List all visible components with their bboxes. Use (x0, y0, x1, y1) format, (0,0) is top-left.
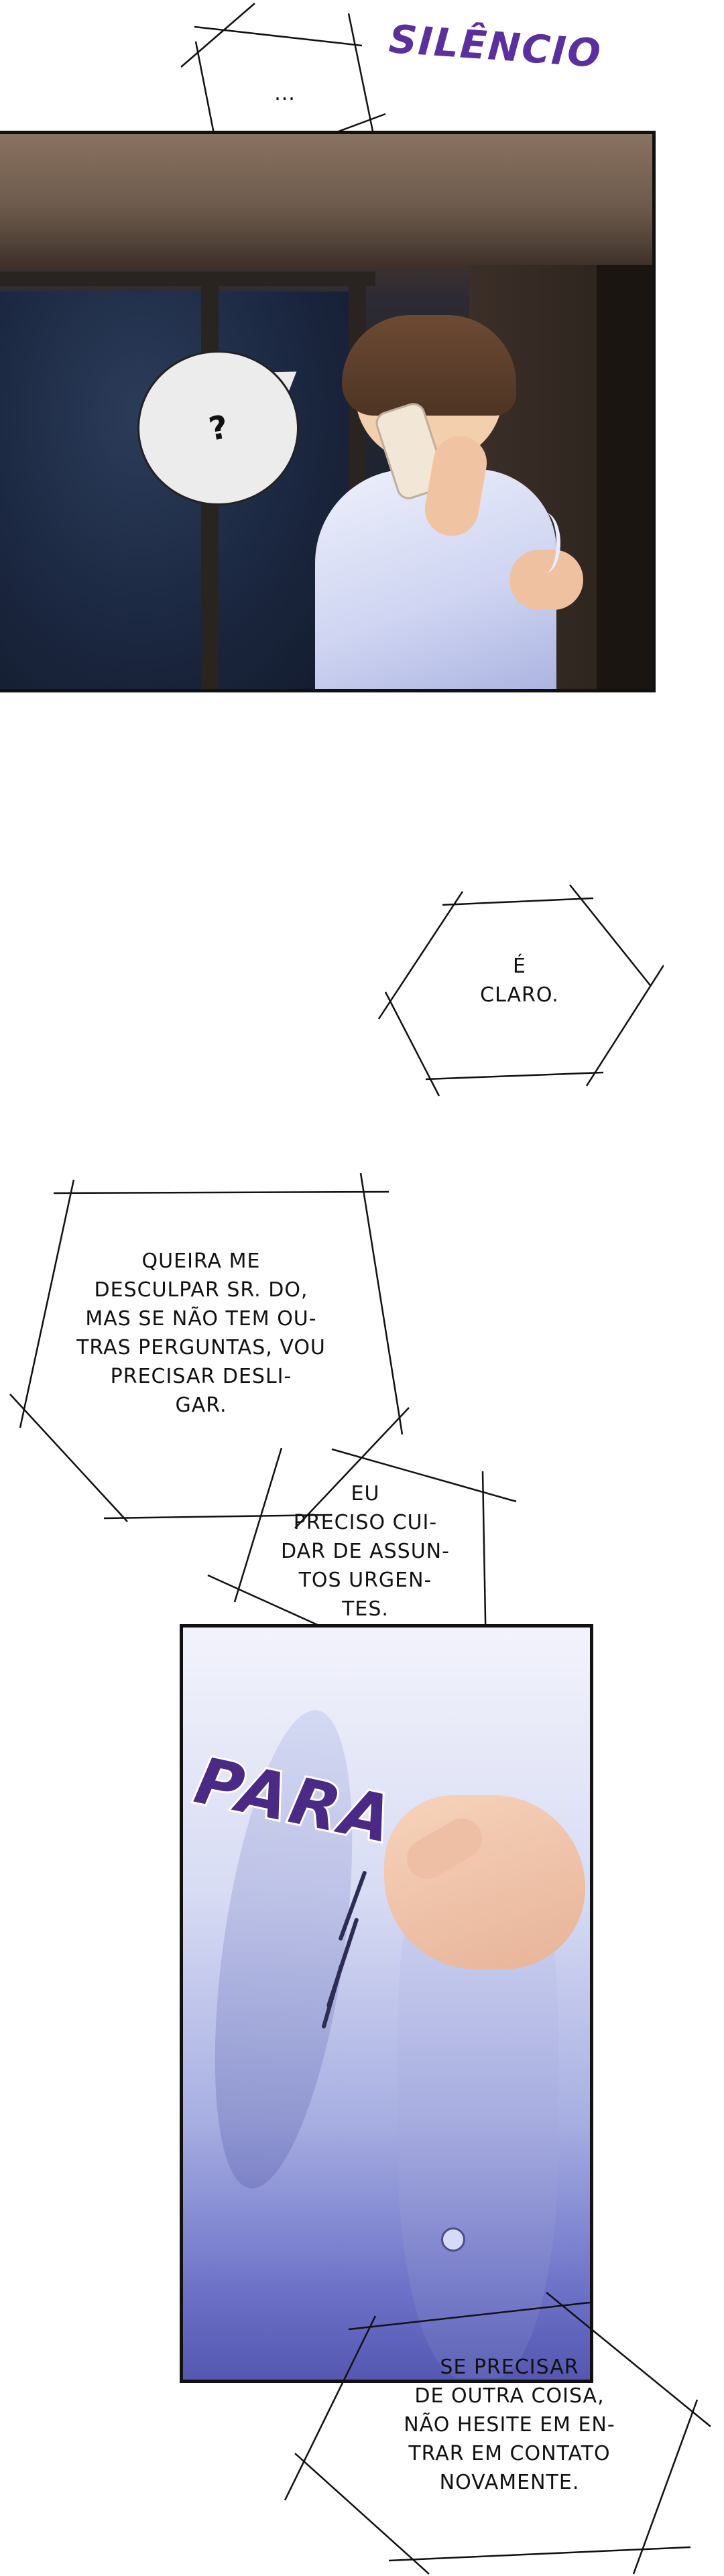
motion-lines (530, 513, 560, 573)
of-course-bubble-outline (377, 884, 664, 1097)
apology-text: QUEIRA ME DESCULPAR SR. DO, MAS SE NÃO T… (76, 1249, 326, 1417)
contact-text: SE PRECISAR DE OUTRA COISA, NÃO HESITE E… (404, 2355, 615, 2494)
of-course-text: É CLARO. (480, 955, 559, 1007)
contact-bubble-outline (284, 2292, 711, 2575)
man-hair (342, 315, 516, 416)
hand-gripping-shirt (384, 1795, 585, 1969)
ceiling (0, 134, 652, 268)
question-bubble: ? (137, 351, 299, 505)
window-frame-top (0, 271, 375, 286)
panel-night-phone-call (0, 131, 656, 692)
question-mark: ? (205, 408, 231, 448)
panel-shirt-closeup (180, 1624, 593, 2383)
ellipsis-text: ... (274, 82, 296, 105)
dark-doorway (597, 265, 652, 689)
apology-bubble-outline (9, 1172, 410, 1528)
shirt-button (441, 2227, 465, 2252)
urgent-text: EU PRECISO CUI- DAR DE ASSUN- TOS URGEN-… (281, 1482, 450, 1621)
